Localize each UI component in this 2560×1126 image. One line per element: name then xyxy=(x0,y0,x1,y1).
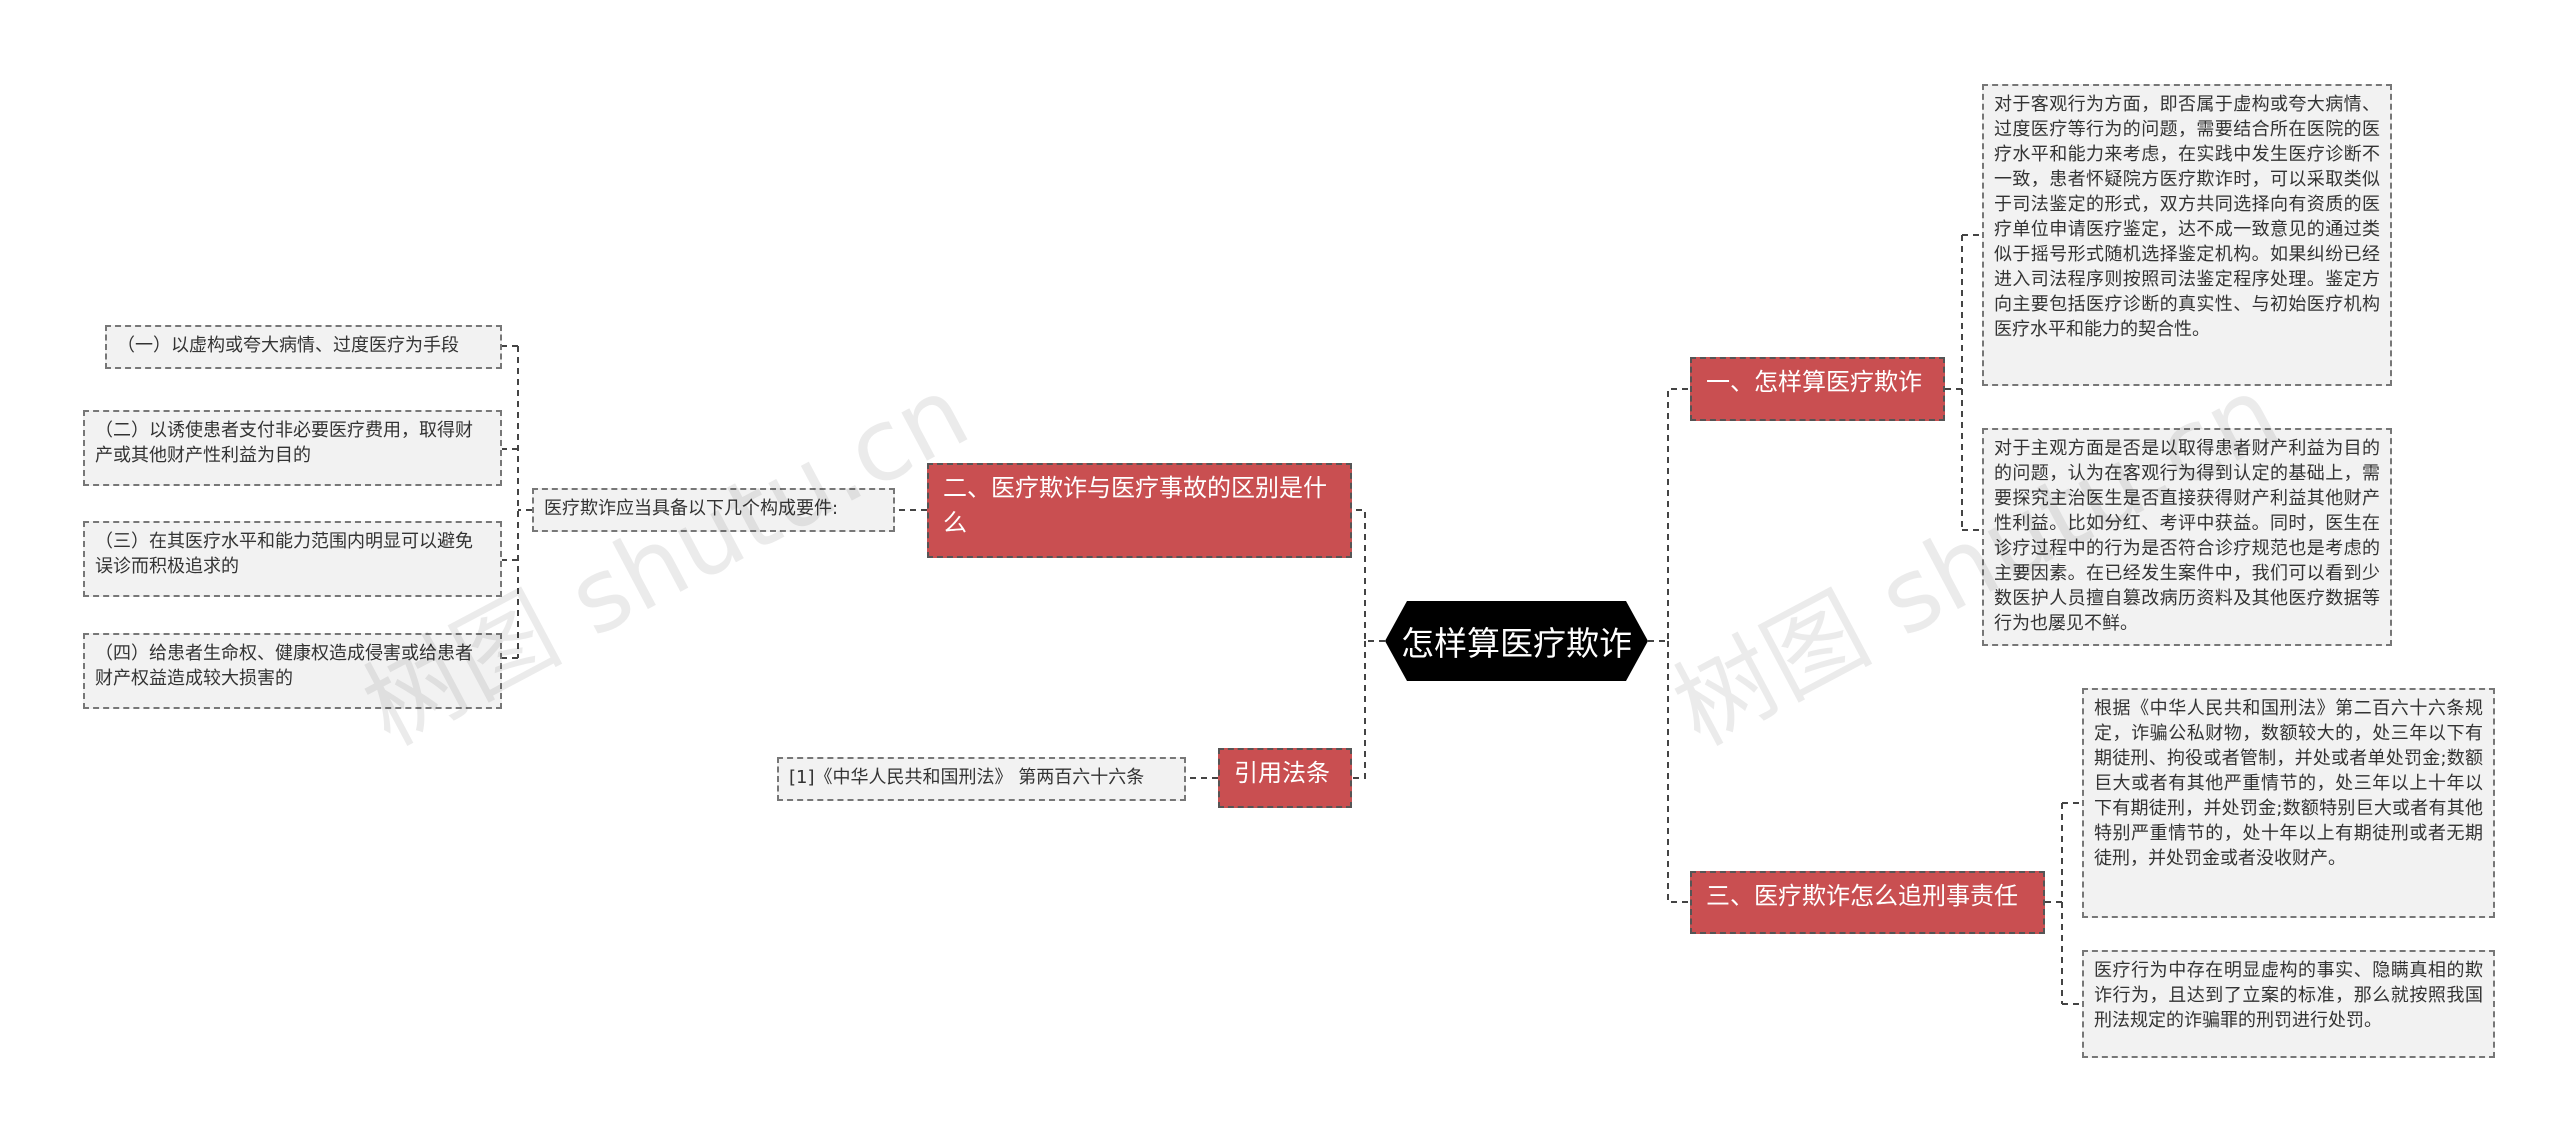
leaf-b3-penalty-text: 医疗行为中存在明显虚构的事实、隐瞒真相的欺诈行为，且达到了立案的标准，那么就按照… xyxy=(2094,960,2483,1031)
leaf-requirement-1[interactable]: （一）以虚构或夸大病情、过度医疗为手段 xyxy=(105,325,502,369)
connector-root-b4 xyxy=(1352,641,1366,779)
branch-node-2[interactable]: 二、医疗欺诈与医疗事故的区别是什么 xyxy=(927,463,1352,558)
leaf-requirement-2[interactable]: （二）以诱使患者支付非必要医疗费用，取得财产或其他财产性利益为目的 xyxy=(83,410,502,486)
leaf-b1-subjective-text: 对于主观方面是否是以取得患者财产利益为目的的问题，认为在客观行为得到认定的基础上… xyxy=(1994,438,2380,634)
leaf-b1-subjective[interactable]: 对于主观方面是否是以取得患者财产利益为目的的问题，认为在客观行为得到认定的基础上… xyxy=(1982,428,2392,646)
leaf-requirement-4[interactable]: （四）给患者生命权、健康权造成侵害或给患者财产权益造成较大损害的 xyxy=(83,633,502,709)
connector-b1-leaves xyxy=(1945,234,1982,531)
leaf-requirement-4-text: （四）给患者生命权、健康权造成侵害或给患者财产权益造成较大损害的 xyxy=(95,643,473,689)
branch-2-label: 二、医疗欺诈与医疗事故的区别是什么 xyxy=(943,474,1327,537)
branch-3-label: 三、医疗欺诈怎么追刑事责任 xyxy=(1706,882,2018,910)
connector-root-b1 xyxy=(1648,388,1690,642)
leaf-requirement-2-text: （二）以诱使患者支付非必要医疗费用，取得财产或其他财产性利益为目的 xyxy=(95,420,473,466)
branch-node-1[interactable]: 一、怎样算医疗欺诈 xyxy=(1690,357,1945,421)
leaf-b4-citation-text: [1]《中华人民共和国刑法》 第两百六十六条 xyxy=(789,767,1145,788)
branch-4-label: 引用法条 xyxy=(1234,759,1330,787)
leaf-b2-requirements[interactable]: 医疗欺诈应当具备以下几个构成要件: xyxy=(532,488,895,532)
leaf-requirement-3-text: （三）在其医疗水平和能力范围内明显可以避免误诊而积极追求的 xyxy=(95,531,473,577)
leaf-b4-citation[interactable]: [1]《中华人民共和国刑法》 第两百六十六条 xyxy=(777,757,1186,801)
leaf-requirement-1-text: （一）以虚构或夸大病情、过度医疗为手段 xyxy=(117,335,459,356)
leaf-b3-law[interactable]: 根据《中华人民共和国刑法》第二百六十六条规定，诈骗公私财物，数额较大的，处三年以… xyxy=(2082,688,2495,918)
connector-root-b3 xyxy=(1667,641,1690,903)
leaf-b3-law-text: 根据《中华人民共和国刑法》第二百六十六条规定，诈骗公私财物，数额较大的，处三年以… xyxy=(2094,698,2483,869)
connector-root-b2 xyxy=(1352,509,1385,642)
connector-b3-leaves xyxy=(2045,802,2082,1005)
root-label: 怎样算医疗欺诈 xyxy=(1401,624,1632,663)
connector-mid-leaves xyxy=(502,345,532,659)
branch-1-label: 一、怎样算医疗欺诈 xyxy=(1706,368,1922,396)
branch-node-3[interactable]: 三、医疗欺诈怎么追刑事责任 xyxy=(1690,871,2045,934)
leaf-b2-requirements-text: 医疗欺诈应当具备以下几个构成要件: xyxy=(544,498,839,519)
leaf-requirement-3[interactable]: （三）在其医疗水平和能力范围内明显可以避免误诊而积极追求的 xyxy=(83,521,502,597)
branch-node-4[interactable]: 引用法条 xyxy=(1218,748,1352,808)
leaf-b1-objective-text: 对于客观行为方面，即否属于虚构或夸大病情、过度医疗等行为的问题，需要结合所在医院… xyxy=(1994,94,2380,340)
leaf-b3-penalty[interactable]: 医疗行为中存在明显虚构的事实、隐瞒真相的欺诈行为，且达到了立案的标准，那么就按照… xyxy=(2082,950,2495,1058)
leaf-b1-objective[interactable]: 对于客观行为方面，即否属于虚构或夸大病情、过度医疗等行为的问题，需要结合所在医院… xyxy=(1982,84,2392,386)
root-node[interactable]: 怎样算医疗欺诈 xyxy=(1385,601,1648,681)
